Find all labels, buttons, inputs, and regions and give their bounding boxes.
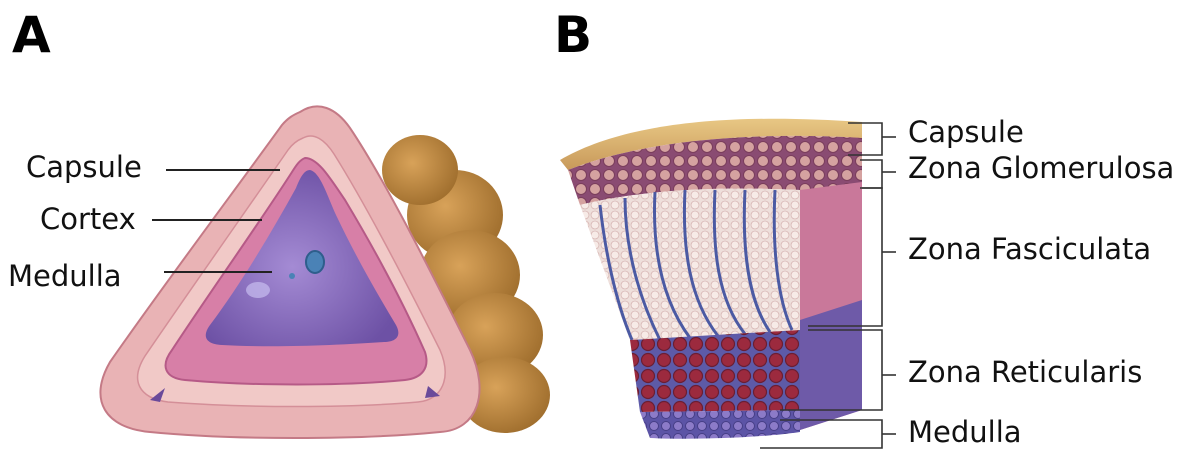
label-zona-fasciculata: Zona Fasciculata [908, 235, 1151, 264]
adrenal-cortex-zones-illustration [560, 119, 862, 439]
label-zona-glomerulosa: Zona Glomerulosa [908, 154, 1174, 183]
label-capsule-b: Capsule [908, 118, 1024, 147]
label-medulla-b: Medulla [908, 418, 1022, 447]
label-zona-reticularis: Zona Reticularis [908, 358, 1142, 387]
zona-reticularis-layer [630, 330, 800, 412]
small-vessel [289, 273, 295, 279]
panel-letter-b: B [554, 10, 592, 60]
central-vein [306, 251, 324, 273]
label-medulla-a: Medulla [8, 262, 122, 291]
medulla-layer [640, 410, 800, 439]
label-capsule-a: Capsule [26, 153, 142, 182]
panel-letter-a: A [12, 10, 51, 60]
label-cortex-a: Cortex [40, 205, 136, 234]
zona-glomerulosa-bracket [860, 160, 882, 188]
zona-fasciculata-layer [580, 189, 800, 340]
